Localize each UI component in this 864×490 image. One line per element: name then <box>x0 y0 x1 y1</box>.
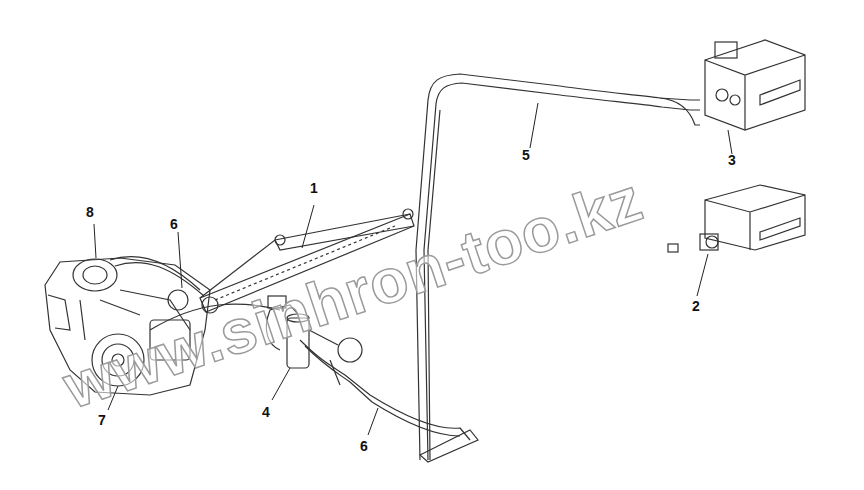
callout-number: 6 <box>170 216 178 232</box>
hose <box>115 263 204 296</box>
callout-number: 4 <box>262 404 270 420</box>
hose <box>300 340 470 440</box>
callout-number: 1 <box>310 180 318 196</box>
hose <box>110 257 200 290</box>
hose <box>305 346 460 436</box>
evaporator-unit <box>705 40 805 130</box>
watermark: www.sinhron-too.kz <box>55 163 651 422</box>
callout-number: 6 <box>360 438 368 454</box>
callout-number: 5 <box>522 147 530 163</box>
evaporator-unit <box>668 185 805 252</box>
callout-number: 2 <box>692 298 700 314</box>
hose <box>330 360 340 385</box>
hose-fitting <box>420 430 478 462</box>
callout-number: 3 <box>728 152 736 168</box>
callout-number: 8 <box>86 204 94 220</box>
